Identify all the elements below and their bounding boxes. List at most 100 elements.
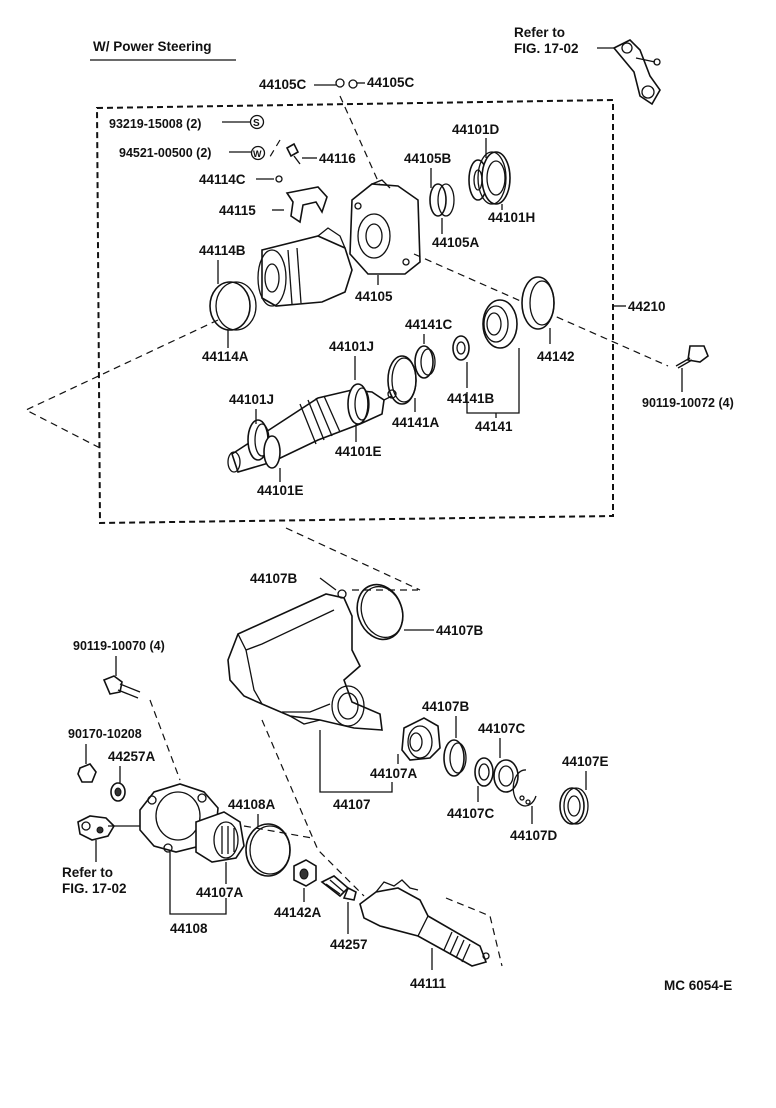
label-44101h: 44101H	[488, 210, 535, 225]
plug-44142a	[293, 859, 317, 887]
label-44141c: 44141C	[405, 317, 453, 332]
needle-bearing-44107a	[401, 717, 441, 761]
assembly-line-shaft-end	[445, 897, 503, 967]
bracket-44108	[169, 852, 227, 915]
oil-seal-44105c-right	[348, 79, 358, 89]
label-44107a-upper: 44107A	[370, 766, 418, 781]
diagram-title: W/ Power Steering	[93, 39, 212, 54]
label-44142a: 44142A	[274, 905, 322, 920]
label-93219-15008: 93219-15008 (2)	[109, 117, 201, 131]
refer-note-bottom: Refer to	[62, 865, 113, 880]
label-44107b-right: 44107B	[422, 699, 470, 714]
label-44142: 44142	[537, 349, 575, 364]
label-90170-10208: 90170-10208	[68, 727, 142, 741]
bracket-44141	[466, 348, 520, 418]
o-ring-44107b-small	[337, 589, 347, 599]
seal-ring-44101e-upper	[347, 383, 370, 425]
adjusting-screw-44257	[320, 875, 357, 901]
seal-44141b	[452, 335, 470, 361]
label-44107e: 44107E	[562, 754, 609, 769]
steering-link-bracket-top	[612, 39, 661, 106]
label-44108a: 44108A	[228, 797, 276, 812]
seal-ring-44105b	[429, 183, 455, 217]
refer-note-top: Refer to	[514, 25, 565, 40]
label-44114b: 44114B	[199, 243, 246, 258]
label-44101d: 44101D	[452, 122, 500, 137]
label-44111: 44111	[410, 976, 447, 991]
symbol-s-text: S	[253, 118, 260, 129]
label-44105a: 44105A	[432, 235, 480, 250]
label-44107b-large: 44107B	[436, 623, 484, 638]
oil-seal-44105c-left	[335, 78, 345, 88]
o-ring-44107b-large	[356, 583, 404, 641]
bracket-44107	[319, 730, 393, 793]
ball-44114c	[275, 175, 283, 183]
seal-44107c-b	[493, 759, 519, 793]
o-ring-44108a	[245, 823, 291, 877]
cap-44257a	[110, 782, 126, 802]
label-44108: 44108	[170, 921, 208, 936]
oil-seal-44107e	[559, 787, 589, 825]
label-90119-10072: 90119-10072 (4)	[642, 396, 734, 410]
label-44107d: 44107D	[510, 828, 558, 843]
label-44141a: 44141A	[392, 415, 440, 430]
label-94521-00500: 94521-00500 (2)	[119, 146, 211, 160]
label-44107b-top: 44107B	[250, 571, 298, 586]
refer-fig-top: FIG. 17-02	[514, 41, 579, 56]
end-cover-44108	[139, 783, 245, 863]
label-44107c-bottom: 44107C	[447, 806, 495, 821]
label-44107c-top: 44107C	[478, 721, 526, 736]
symbol-w-text: W	[253, 149, 262, 159]
label-44107a-lower: 44107A	[196, 885, 244, 900]
o-ring-44141a	[387, 355, 417, 405]
valve-sleeve	[257, 227, 353, 307]
pin-44116	[267, 139, 301, 165]
label-44105: 44105	[355, 289, 393, 304]
label-44210: 44210	[628, 299, 666, 314]
label-44101j-lower: 44101J	[229, 392, 274, 407]
bearing-44101h	[477, 151, 511, 205]
assembly-line-housing-to-shaft	[261, 719, 365, 897]
label-44114c: 44114C	[199, 172, 246, 187]
label-44116: 44116	[319, 151, 356, 166]
gear-housing-44107	[227, 593, 383, 731]
label-44105c-right: 44105C	[367, 75, 415, 90]
bolt-90119-10072	[675, 345, 709, 369]
refer-fig-bottom: FIG. 17-02	[62, 881, 127, 896]
label-44105b: 44105B	[404, 151, 452, 166]
nut-90170-10208	[77, 763, 97, 783]
label-90119-10070: 90119-10070 (4)	[73, 639, 165, 653]
snap-ring-44107b	[443, 739, 467, 777]
valve-assembly-enclosure	[95, 98, 614, 525]
oil-seal-44142	[521, 276, 555, 330]
seal-ring-44114b	[209, 281, 257, 331]
label-44101e-upper: 44101E	[335, 444, 382, 459]
bolt-90119-10070	[102, 675, 141, 699]
label-44101e-lower: 44101E	[257, 483, 304, 498]
label-44115: 44115	[219, 203, 256, 218]
seal-ring-44101e-lower	[263, 435, 281, 469]
bearing-44141	[482, 299, 518, 349]
label-44105c-left: 44105C	[259, 77, 307, 92]
washer-symbol-w	[250, 145, 266, 161]
valve-housing-44105	[349, 179, 421, 275]
assembly-line-box-to-housing	[285, 527, 421, 591]
sector-shaft-44111	[359, 879, 490, 967]
label-44107: 44107	[333, 797, 371, 812]
label-44141b: 44141B	[447, 391, 495, 406]
snap-ring-44107d	[512, 769, 537, 807]
leader-44107b-top	[319, 577, 337, 591]
label-44257a: 44257A	[108, 749, 156, 764]
label-44141: 44141	[475, 419, 513, 434]
seal-kit-symbol-s	[249, 114, 265, 130]
drawing-code: MC 6054-E	[664, 978, 732, 993]
label-44101j-upper: 44101J	[329, 339, 374, 354]
seal-44107c-a	[474, 757, 494, 787]
assembly-line-bolt	[149, 699, 181, 781]
label-44257: 44257	[330, 937, 368, 952]
label-44114a: 44114A	[202, 349, 249, 364]
washer-44141c	[414, 345, 436, 379]
assembly-line-left	[24, 319, 219, 449]
clip-44115	[285, 186, 328, 224]
